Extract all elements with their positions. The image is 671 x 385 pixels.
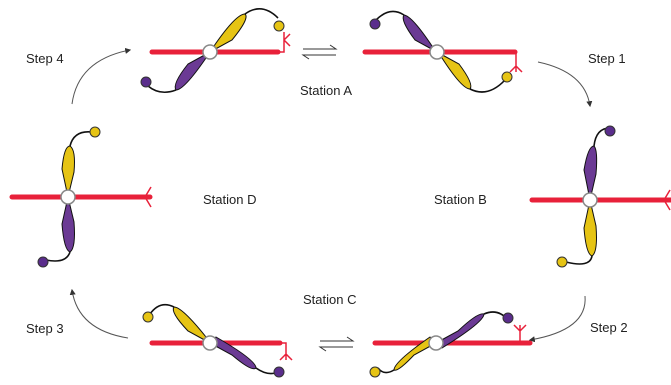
stopper [502,312,514,324]
binding-site [272,32,291,53]
step-4-arrow [71,47,132,105]
station-a-right-molecule [362,10,523,93]
station-d-label: Station D [203,192,256,207]
tether [147,85,177,94]
station-b-molecule [529,125,671,268]
stopper [369,366,381,378]
station-d-molecule [9,126,153,268]
stopper [273,20,285,32]
binding-site [655,189,671,211]
step-1-arrow [537,61,593,108]
step-1-label: Step 1 [588,51,626,66]
station-b-label: Station B [434,192,487,207]
step-2-label: Step 2 [590,320,628,335]
equilibrium-arrows-c [318,336,355,352]
tether [375,10,405,21]
tether [69,130,93,147]
binding-site [512,324,527,344]
tether [565,255,593,265]
ring [60,189,76,205]
stopper [89,126,101,138]
stopper [140,76,152,88]
stopper [142,311,154,323]
station-a-left-molecule [140,8,291,94]
yellow-blade [583,199,597,257]
step-2-arrow [528,295,586,343]
tether [244,8,279,19]
stopper [501,71,513,83]
purple-blade [61,196,75,253]
stopper [369,18,381,30]
ring [202,44,218,60]
step-3-label: Step 3 [26,321,64,336]
stopper [556,256,568,268]
ring [202,335,218,351]
station-c-left-molecule [142,303,293,378]
equilibrium-arrows-a [301,44,338,60]
binding-site [509,51,523,73]
ring [582,192,598,208]
purple-blade [583,145,598,201]
station-c-right-molecule [369,311,533,378]
tether [45,251,71,262]
step-4-label: Step 4 [26,51,64,66]
tether [149,303,175,315]
station-a-label: Station A [300,83,352,98]
stopper [604,125,616,137]
ring [428,335,444,351]
station-c-label: Station C [303,292,356,307]
tether [469,79,506,93]
stopper [37,256,49,268]
stopper [273,366,285,378]
ring [429,44,445,60]
yellow-blade [209,13,247,53]
step-3-arrow [69,288,129,339]
binding-site [278,342,293,361]
binding-site [135,186,152,208]
